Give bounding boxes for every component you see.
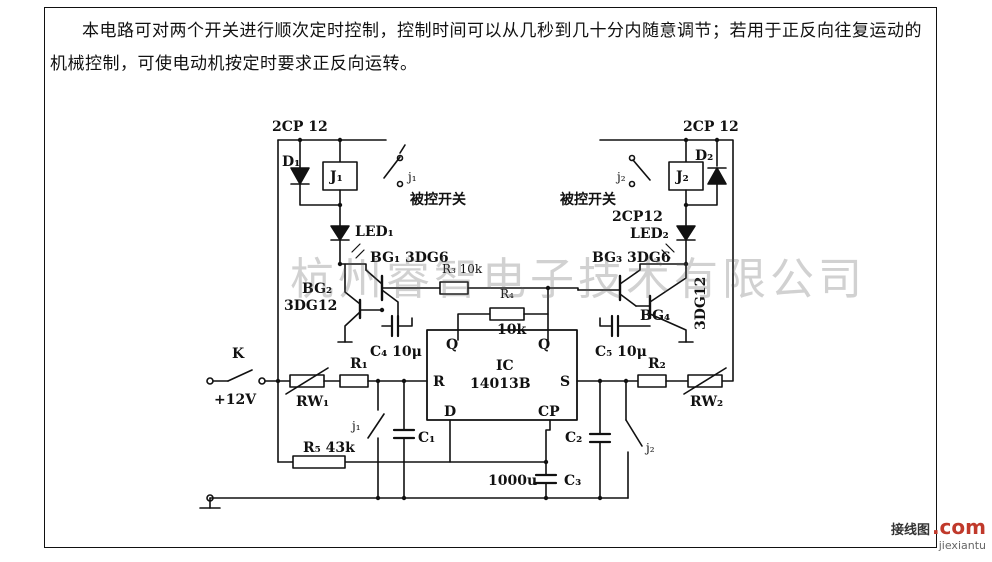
label-contact-j2: j₂ [615, 170, 626, 184]
label-bg2-type: 3DG12 [284, 298, 337, 314]
label-bg1: BG₁ 3DG6 [370, 250, 449, 266]
label-contact-j1-low: j₁ [350, 419, 361, 433]
label-ic-part: 14013B [470, 376, 531, 392]
label-pin-qbar: Q [538, 337, 550, 353]
label-contact-j1: j₁ [406, 170, 417, 184]
capacitor-c3 [534, 473, 558, 485]
label-r4-value: 10k [497, 322, 526, 338]
label-c1: C₁ [418, 430, 435, 446]
diagram-frame [44, 7, 937, 548]
label-pin-s: S [560, 374, 570, 390]
label-pin-q: Q [446, 337, 458, 353]
label-2cp12-mid: 2CP12 [612, 209, 663, 225]
contact-j1-top [383, 156, 401, 179]
led2 [676, 225, 696, 241]
label-c4: C₄ 10μ [370, 344, 422, 360]
top-rail-right [599, 139, 734, 382]
label-r2: R₂ [648, 356, 666, 372]
resistor-r3 [439, 281, 469, 295]
label-r5: R₅ 43k [303, 440, 355, 456]
label-controlled-switch-left: 被控开关 [410, 191, 466, 208]
label-switch-k: K [232, 346, 245, 362]
diode-d2 [707, 167, 727, 185]
label-relay-j1: J₁ [328, 169, 343, 185]
label-bg3: BG₃ 3DG6 [592, 250, 671, 266]
label-d1: D₁ [282, 154, 300, 170]
contact-j1-low [367, 413, 385, 439]
label-supply: +12V [214, 392, 257, 408]
label-c5: C₅ 10μ [595, 344, 647, 360]
switch-k [227, 369, 253, 382]
capacitor-c5 [610, 314, 620, 338]
site-logo: 接线图.com jiexiantu [891, 515, 986, 552]
label-bg2: BG₂ [302, 281, 332, 297]
supply-terminal [206, 377, 214, 385]
label-bg4-type: 3DG12 [693, 277, 709, 330]
capacitor-c1 [392, 428, 416, 440]
contact-j2-low [625, 419, 643, 447]
label-c3-value: 1000u [488, 473, 537, 489]
label-c2: C₂ [565, 430, 582, 446]
capacitor-c4 [390, 314, 400, 338]
resistor-r4 [489, 307, 525, 321]
junction-dots [275, 137, 720, 501]
label-pin-cp: CP [538, 404, 560, 420]
label-contact-j2-low: j₂ [644, 441, 655, 455]
resistor-r2 [637, 374, 667, 388]
contact-j2-top [632, 159, 651, 181]
label-relay-j2: J₂ [674, 169, 689, 185]
label-pin-d: D [444, 404, 456, 420]
label-ic-name: IC [496, 358, 514, 374]
led1 [330, 225, 350, 241]
label-rw2: RW₂ [690, 394, 723, 410]
label-c3: C₃ [564, 473, 581, 489]
label-pin-r: R [433, 374, 445, 390]
label-led1: LED₁ [355, 224, 394, 240]
logo-url: jiexiantu [938, 539, 986, 552]
label-rw1: RW₁ [296, 394, 329, 410]
logo-cn-text: 接线图 [890, 523, 930, 538]
label-diode-type-right: 2CP 12 [683, 119, 739, 135]
diode-d1 [290, 167, 310, 185]
relay-coil-j1 [322, 161, 358, 191]
label-r3: R₃ 10k [442, 262, 483, 276]
ic-14013b [426, 329, 578, 421]
capacitor-c2 [588, 432, 612, 444]
label-led2: LED₂ [630, 226, 669, 242]
label-r1: R₁ [350, 356, 368, 372]
resistor-r5 [292, 455, 346, 469]
label-diode-type-left: 2CP 12 [272, 119, 328, 135]
resistor-r1 [339, 374, 369, 388]
label-controlled-switch-right: 被控开关 [560, 191, 616, 208]
label-d2: D₂ [695, 148, 713, 164]
logo-dotcom: .com [931, 515, 986, 539]
label-r4: R₄ [500, 287, 514, 301]
label-bg4: BG₄ [640, 308, 670, 324]
circuit-description: 本电路可对两个开关进行顺次定时控制，控制时间可以从几秒到几十分内随意调节；若用于… [50, 21, 922, 74]
